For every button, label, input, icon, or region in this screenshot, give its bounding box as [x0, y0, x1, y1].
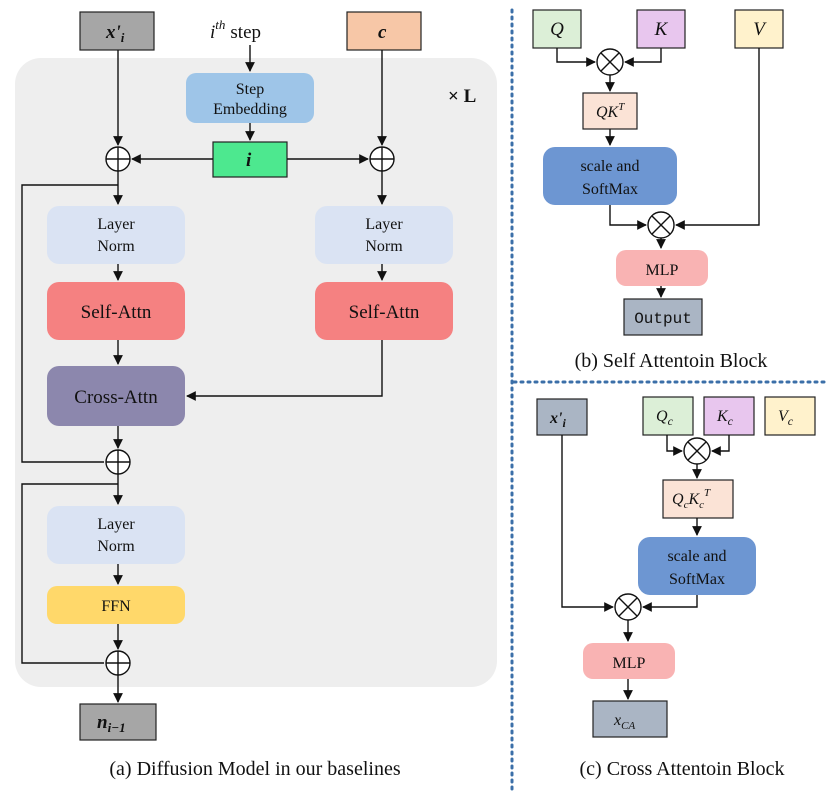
kc-label: Kc — [716, 408, 734, 428]
cross-attn-label: Cross-Attn — [74, 387, 158, 408]
ffn-box — [47, 586, 185, 624]
panel-a-connectors — [21, 45, 387, 703]
mlp-box-b — [616, 250, 708, 286]
add-circle-right — [369, 146, 395, 172]
q-box — [532, 9, 582, 49]
vc-box — [764, 396, 816, 436]
v-box — [734, 9, 784, 49]
scale-softmax-box-c — [638, 537, 756, 595]
add-circle-residual-1 — [105, 449, 131, 475]
layer-norm-right-label-2: Norm — [365, 238, 403, 255]
q-label: Q — [550, 19, 564, 40]
panel-c-connectors — [561, 435, 730, 700]
ffn-label: FFN — [101, 598, 131, 615]
qckc-label: QcKcT — [672, 487, 711, 511]
scale-softmax-b-label-2: SoftMax — [582, 181, 638, 198]
add-circle-left — [105, 146, 131, 172]
vc-label: Vc — [778, 408, 794, 428]
input-x-label: x'i — [105, 22, 125, 45]
repeat-label: × L — [448, 86, 476, 107]
multiply-circle-c2 — [614, 593, 642, 621]
caption-b: (b) Self Attentoin Block — [575, 350, 768, 372]
layer-norm-right — [315, 206, 453, 264]
multiply-circle-b1 — [596, 48, 624, 76]
k-label: K — [654, 19, 669, 40]
output-c-label: xCA — [613, 712, 635, 732]
scale-softmax-box-b — [543, 147, 677, 205]
scale-softmax-c-label-2: SoftMax — [669, 571, 725, 588]
self-attn-right — [315, 282, 453, 340]
add-circle-residual-2 — [105, 650, 131, 676]
mlp-box-c — [583, 643, 675, 679]
step-embedding-label-1: Step — [236, 81, 264, 98]
layer-norm-bottom-label-2: Norm — [97, 538, 135, 555]
self-attn-left-label: Self-Attn — [81, 302, 152, 323]
qckc-box — [662, 479, 734, 519]
layer-norm-right-label-1: Layer — [365, 216, 403, 233]
output-box-b — [623, 298, 703, 336]
step-embedding-label-2: Embedding — [213, 101, 287, 118]
output-box-c — [592, 700, 668, 738]
mlp-c-label: MLP — [613, 655, 646, 672]
v-label: V — [753, 19, 767, 40]
qc-box — [642, 396, 694, 436]
output-n-label: ni−1 — [97, 712, 126, 735]
layer-norm-left-label-1: Layer — [97, 216, 135, 233]
multiply-circle-b2 — [647, 211, 675, 239]
mlp-b-label: MLP — [646, 262, 679, 279]
k-box — [636, 9, 686, 49]
layer-norm-bottom — [47, 506, 185, 564]
step-index-label: i — [246, 150, 252, 171]
layer-norm-left — [47, 206, 185, 264]
multiply-circle-c1 — [683, 437, 711, 465]
input-x-box — [79, 11, 155, 51]
scale-softmax-b-label-1: scale and — [580, 158, 639, 175]
output-n-box — [79, 703, 157, 741]
input-c-label: c — [378, 22, 387, 43]
step-embedding-box — [186, 73, 314, 123]
caption-a: (a) Diffusion Model in our baselines — [109, 758, 400, 780]
qk-label: QKT — [596, 101, 625, 121]
kc-box — [703, 396, 755, 436]
cross-attn-box — [47, 366, 185, 426]
input-c-box — [346, 11, 422, 51]
qc-label: Qc — [656, 408, 674, 428]
caption-c: (c) Cross Attentoin Block — [580, 758, 785, 780]
scale-softmax-c-label-1: scale and — [667, 548, 726, 565]
panel-b-connectors — [556, 48, 760, 298]
output-b-label: Output — [634, 310, 692, 328]
layer-norm-left-label-2: Norm — [97, 238, 135, 255]
self-attn-left — [47, 282, 185, 340]
x-c-label: x'i — [549, 410, 566, 430]
self-attn-right-label: Self-Attn — [349, 302, 420, 323]
layer-norm-bottom-label-1: Layer — [97, 516, 135, 533]
